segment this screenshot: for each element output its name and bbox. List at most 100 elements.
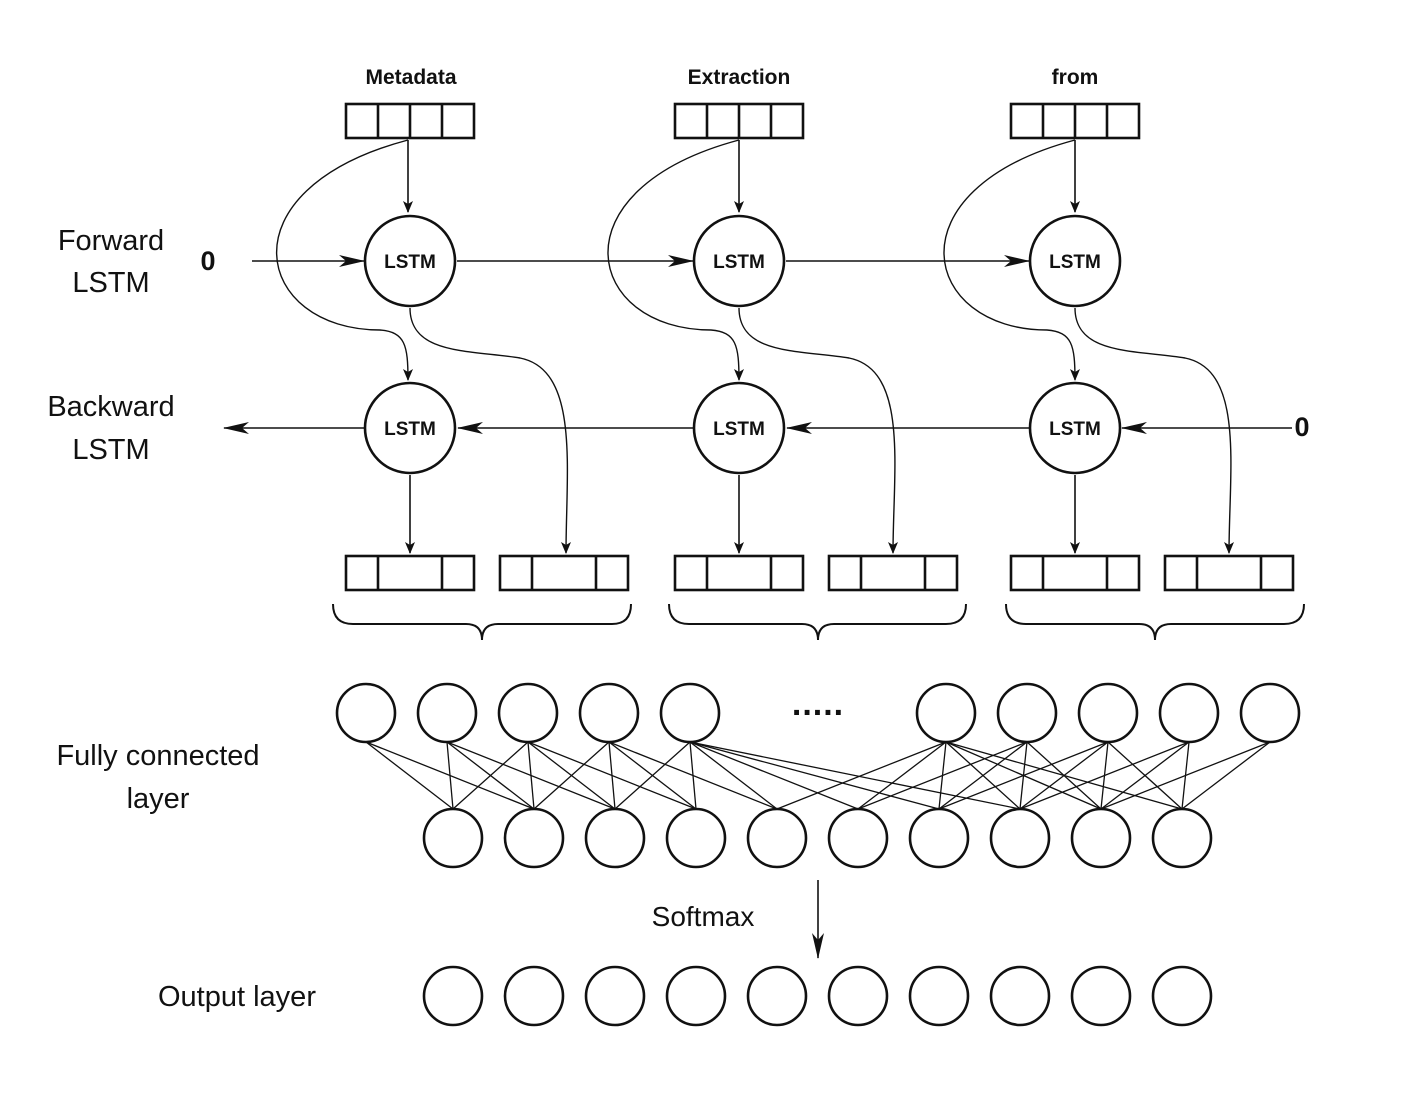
- fc-input-node-10: [1239, 682, 1301, 744]
- output-node-8: [989, 965, 1051, 1027]
- fc-connection: [938, 741, 1028, 810]
- fully-connected-label-line2: layer: [127, 783, 190, 815]
- fc-hidden-nodes: [422, 807, 1213, 869]
- fc-hidden-node-10: [1151, 807, 1213, 869]
- fc-connection: [452, 741, 529, 810]
- embedding-to-backward-curve-1: [275, 139, 413, 381]
- backward-lstm-label-3: LSTM: [1049, 419, 1101, 440]
- input-word-3: from: [1052, 66, 1099, 89]
- fc-connection: [1181, 741, 1271, 810]
- fc-connection: [689, 741, 940, 810]
- fc-hidden-node-8: [989, 807, 1051, 869]
- forward-lstm-label-2: LSTM: [713, 252, 765, 273]
- forward-lstm-cell-1: [363, 214, 457, 308]
- output-node-1: [422, 965, 484, 1027]
- backward-initial-state: 0: [1294, 412, 1309, 442]
- forward-output-curve-2: [738, 307, 899, 554]
- fc-connection: [1100, 741, 1271, 810]
- fc-hidden-node-2: [503, 807, 565, 869]
- backward-lstm-cell-2: [692, 381, 786, 475]
- output-node-6: [827, 965, 889, 1027]
- time-step-3: from LSTM LSTM: [943, 66, 1305, 641]
- forward-lstm-label-line2: LSTM: [72, 267, 149, 299]
- softmax-label: Softmax: [652, 901, 755, 932]
- fc-hidden-node-7: [908, 807, 970, 869]
- fc-hidden-node-6: [827, 807, 889, 869]
- fc-input-nodes: [335, 682, 1301, 744]
- fully-connected-label: Fully connected: [56, 740, 259, 772]
- embedding-to-backward-curve-2: [607, 139, 744, 381]
- output-node-2: [503, 965, 565, 1027]
- fc-connection: [857, 741, 947, 810]
- backward-lstm-cell-3: [1028, 381, 1122, 475]
- fc-connection: [533, 741, 610, 810]
- fc-connection: [1100, 741, 1190, 810]
- fc-input-node-7: [996, 682, 1058, 744]
- embedding-to-backward-curve-3: [943, 139, 1080, 381]
- fc-hidden-node-3: [584, 807, 646, 869]
- forward-lstm-label-3: LSTM: [1049, 252, 1101, 273]
- fc-input-node-5: [659, 682, 721, 744]
- output-node-5: [746, 965, 808, 1027]
- backward-lstm-label-line2: LSTM: [72, 434, 149, 466]
- forward-lstm-cell-2: [692, 214, 786, 308]
- fc-connection: [614, 741, 691, 810]
- fc-connection: [689, 741, 778, 810]
- forward-hidden-vector-3: [1163, 554, 1295, 592]
- fc-connection: [689, 741, 697, 810]
- fc-input-node-1: [335, 682, 397, 744]
- output-node-4: [665, 965, 727, 1027]
- fc-hidden-node-5: [746, 807, 808, 869]
- fc-connection: [938, 741, 1109, 810]
- backward-lstm-label: Backward: [47, 391, 174, 423]
- backward-lstm-cell-1: [363, 381, 457, 475]
- fc-connection: [1019, 741, 1109, 810]
- forward-initial-state: 0: [200, 246, 215, 276]
- backward-lstm-label-2: LSTM: [713, 419, 765, 440]
- fc-input-node-9: [1158, 682, 1220, 744]
- output-node-7: [908, 965, 970, 1027]
- fc-connection: [776, 741, 947, 810]
- fc-connections: [365, 741, 1271, 810]
- forward-hidden-vector-2: [827, 554, 959, 592]
- forward-lstm-label: Forward: [58, 225, 164, 257]
- backward-hidden-vector-2: [673, 554, 805, 592]
- forward-output-curve-3: [1074, 307, 1235, 554]
- output-node-9: [1070, 965, 1132, 1027]
- fc-connection: [608, 741, 616, 810]
- concatenation-brace-2: [668, 603, 967, 641]
- fc-connection: [527, 741, 535, 810]
- backward-lstm-label-1: LSTM: [384, 419, 436, 440]
- output-nodes: [422, 965, 1213, 1027]
- forward-hidden-vector-1: [498, 554, 630, 592]
- fc-hidden-node-9: [1070, 807, 1132, 869]
- input-word-2: Extraction: [688, 66, 791, 89]
- fc-ellipsis: .....: [792, 685, 844, 723]
- fc-connection: [689, 741, 859, 810]
- fc-input-node-8: [1077, 682, 1139, 744]
- fc-connection: [1019, 741, 1190, 810]
- fc-hidden-node-1: [422, 807, 484, 869]
- backward-hidden-vector-1: [344, 554, 476, 592]
- fc-connection: [689, 741, 1021, 810]
- fc-connection: [857, 741, 1028, 810]
- time-step-2: Extraction LSTM LSTM: [607, 66, 967, 641]
- backward-hidden-vector-3: [1009, 554, 1141, 592]
- time-step-1: Metadata LSTM LSTM: [275, 66, 632, 641]
- concatenation-brace-3: [1005, 603, 1305, 641]
- forward-output-curve-1: [409, 307, 572, 554]
- fc-connection: [365, 741, 454, 810]
- fc-input-node-4: [578, 682, 640, 744]
- fc-hidden-node-4: [665, 807, 727, 869]
- output-node-10: [1151, 965, 1213, 1027]
- fc-input-node-3: [497, 682, 559, 744]
- output-node-3: [584, 965, 646, 1027]
- input-word-1: Metadata: [365, 66, 456, 89]
- forward-lstm-cell-3: [1028, 214, 1122, 308]
- concatenation-brace-1: [332, 603, 632, 641]
- forward-lstm-label-1: LSTM: [384, 252, 436, 273]
- fc-input-node-2: [416, 682, 478, 744]
- fc-input-node-6: [915, 682, 977, 744]
- fc-connection: [446, 741, 454, 810]
